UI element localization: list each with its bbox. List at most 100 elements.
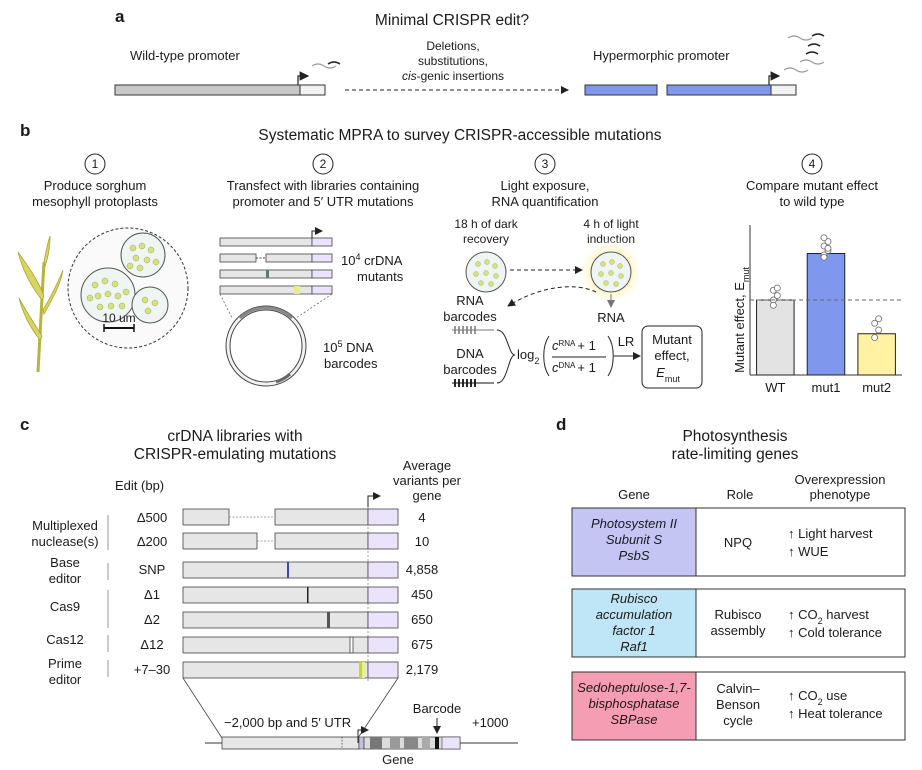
construct-bar	[182, 636, 369, 654]
svg-text:Transfect with libraries conta: Transfect with libraries containing	[227, 178, 419, 193]
panel-c: c crDNA libraries with CRISPR-emulating …	[20, 415, 518, 767]
svg-text:barcodes: barcodes	[443, 309, 497, 324]
protoplast-cell	[131, 286, 169, 324]
svg-text:Produce sorghum: Produce sorghum	[44, 178, 147, 193]
hyper-promoter-bar-1	[584, 84, 658, 96]
step-1: 1 Produce sorghum mesophyll protoplasts	[32, 153, 158, 209]
svg-text:editor: editor	[49, 571, 82, 586]
svg-text:Emut: Emut	[656, 365, 680, 384]
svg-text:Mutant: Mutant	[652, 332, 692, 347]
svg-text:editor: editor	[49, 672, 82, 687]
construct-bar	[182, 661, 369, 679]
edit-header: Edit (bp)	[115, 478, 164, 493]
svg-text:cRNA+ 1: cRNA+ 1	[552, 338, 596, 353]
bar-mut1	[806, 253, 846, 376]
panel-b: b Systematic MPRA to survey CRISPR-acces…	[17, 121, 902, 395]
wild-type-label: Wild-type promoter	[130, 48, 240, 63]
svg-text:↑ CO2 harvest: ↑ CO2 harvest	[788, 607, 869, 626]
svg-text:18 h of dark: 18 h of dark	[454, 217, 518, 231]
panel-d-letter: d	[556, 415, 566, 434]
transcript-icon	[311, 63, 337, 69]
svg-text:Prime: Prime	[48, 656, 82, 671]
svg-text:nuclease(s): nuclease(s)	[31, 534, 98, 549]
svg-text:effect,: effect,	[654, 348, 689, 363]
svg-text:promoter and 5′ UTR mutations: promoter and 5′ UTR mutations	[233, 194, 414, 209]
variant-count: 675	[411, 637, 433, 652]
panel-b-letter: b	[20, 121, 30, 140]
construct-bar	[182, 508, 230, 526]
edit-label: Δ200	[137, 534, 167, 549]
svg-text:NPQ: NPQ	[724, 535, 752, 550]
protoplast-dish: 10 um	[67, 227, 189, 349]
edit-label: +7–30	[134, 662, 171, 677]
panel-c-title-2: CRISPR-emulating mutations	[134, 446, 337, 463]
panel-d: d Photosynthesis rate-limiting genes Gen…	[556, 415, 906, 741]
plus1000-label: +1000	[472, 715, 509, 730]
svg-text:Compare mutant effect: Compare mutant effect	[746, 178, 878, 193]
bar-wt	[756, 299, 795, 376]
svg-text:↑ Cold tolerance: ↑ Cold tolerance	[788, 625, 882, 640]
barcode-label: Barcode	[413, 701, 461, 716]
svg-text:4: 4	[809, 157, 816, 171]
replicate-point	[769, 301, 777, 309]
x-tick-label: mut2	[862, 380, 891, 395]
construct-bar	[182, 561, 369, 579]
panel-a-letter: a	[115, 7, 125, 26]
construct-bar	[182, 586, 369, 604]
dna-barcode-icon	[452, 379, 494, 387]
edit-text-1: Deletions,	[426, 39, 479, 53]
chart-ylabel: Mutant effect, Emut	[732, 267, 751, 373]
svg-text:Raf1: Raf1	[620, 639, 647, 654]
svg-text:Cas9: Cas9	[50, 599, 80, 614]
svg-text:Rubisco: Rubisco	[715, 607, 762, 622]
mutant-effect-box	[641, 325, 703, 389]
variant-count: 4	[418, 510, 425, 525]
edit-label: Δ500	[137, 510, 167, 525]
svg-text:1: 1	[92, 157, 99, 171]
svg-text:gene: gene	[413, 488, 442, 503]
svg-text:mutants: mutants	[357, 269, 404, 284]
step-3: 3 Light exposure, RNA quantification	[492, 153, 598, 209]
edit-text-3: cis-genic insertions	[402, 69, 504, 83]
svg-text:Photosystem II: Photosystem II	[591, 516, 677, 531]
variant-count: 450	[411, 587, 433, 602]
replicate-point	[875, 326, 883, 334]
svg-text:Gene: Gene	[618, 487, 650, 502]
variant-count: 4,858	[406, 562, 439, 577]
svg-text:2: 2	[320, 157, 327, 171]
svg-text:accumulation: accumulation	[596, 607, 673, 622]
rna-barcode-icon	[452, 326, 494, 334]
svg-text:bisphosphatase: bisphosphatase	[588, 696, 679, 711]
crdna-mutants-label: 104 crDNA	[341, 252, 403, 268]
panel-c-title-1: crDNA libraries with	[167, 428, 302, 445]
svg-text:Multiplexed: Multiplexed	[32, 518, 98, 533]
panel-b-title: Systematic MPRA to survey CRISPR-accessi…	[258, 127, 661, 144]
step-2: 2 Transfect with libraries containing pr…	[227, 153, 419, 209]
panel-d-title-1: Photosynthesis	[682, 428, 787, 445]
svg-text:factor 1: factor 1	[612, 623, 655, 638]
promoter-utr-label: −2,000 bp and 5′ UTR	[224, 715, 351, 730]
panel-d-title-2: rate-limiting genes	[672, 446, 799, 463]
gene-label: Gene	[382, 752, 414, 767]
barcode-marker	[435, 737, 439, 749]
svg-text:to wild type: to wild type	[779, 194, 844, 209]
bar-mut2	[857, 333, 896, 376]
svg-text:barcodes: barcodes	[443, 362, 497, 377]
rna-label: RNA	[597, 310, 625, 325]
svg-text:recovery: recovery	[463, 232, 509, 246]
svg-text:Role: Role	[727, 487, 754, 502]
edit-label: Δ1	[144, 587, 160, 602]
svg-text:↑ CO2 use: ↑ CO2 use	[788, 688, 847, 707]
edit-text-2: substitutions,	[418, 54, 488, 68]
svg-text:4 h of light: 4 h of light	[583, 217, 639, 231]
transcripts-icon	[783, 67, 809, 73]
svg-text:Benson: Benson	[716, 697, 760, 712]
svg-text:Cas12: Cas12	[46, 632, 84, 647]
tss-arrow-icon	[367, 492, 381, 507]
step-4: 4 Compare mutant effect to wild type	[746, 153, 878, 209]
svg-text:↑ Light harvest: ↑ Light harvest	[788, 526, 873, 541]
svg-text:Sedoheptulose-1,7-: Sedoheptulose-1,7-	[577, 680, 691, 695]
svg-text:Average: Average	[403, 458, 451, 473]
